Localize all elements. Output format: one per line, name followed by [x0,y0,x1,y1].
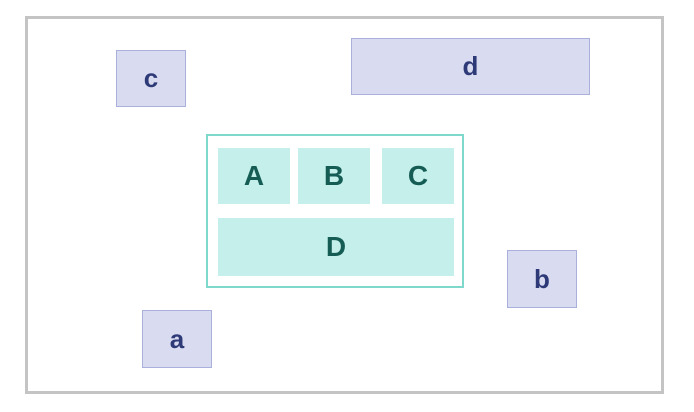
grid-cell-b[interactable]: B [298,148,370,204]
grid-container[interactable]: A B C D [206,134,464,288]
grid-cell-a[interactable]: A [218,148,290,204]
item-c[interactable]: c [116,50,186,107]
item-a[interactable]: a [142,310,212,368]
item-b[interactable]: b [507,250,577,308]
grid-cell-c[interactable]: C [382,148,454,204]
grid-cell-d[interactable]: D [218,218,454,276]
item-d[interactable]: d [351,38,590,95]
